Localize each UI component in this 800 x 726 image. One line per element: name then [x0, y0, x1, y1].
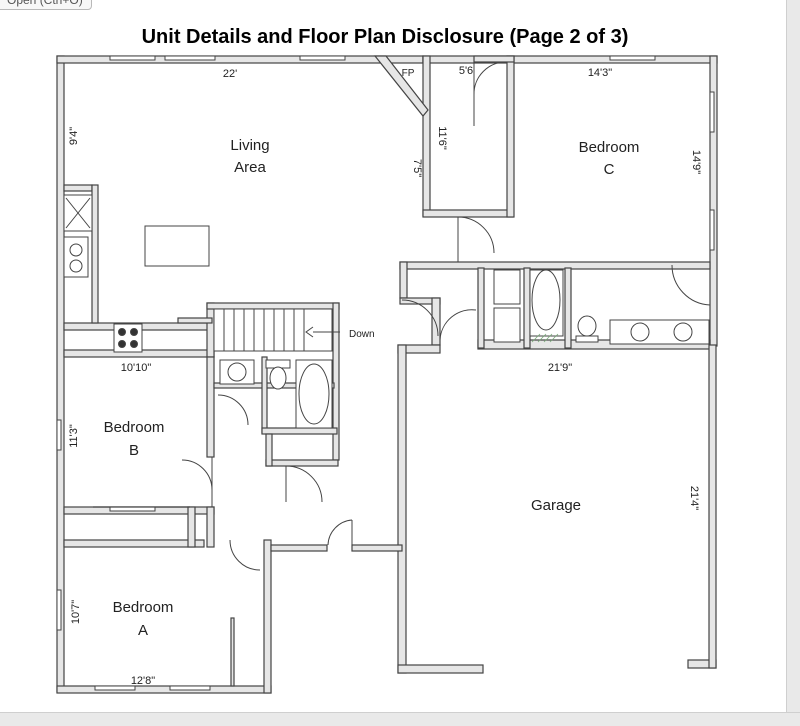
open-file-button[interactable]: Open (Ctrl+O)	[0, 0, 92, 10]
living-area-label-2: Area	[234, 159, 266, 176]
stairs-down-label: Down	[349, 329, 375, 340]
garage-label: Garage	[531, 497, 581, 514]
living-side-dimension: 9'4"	[68, 127, 80, 145]
bedroom-a-label-2: A	[138, 622, 148, 639]
fireplace-label: FP	[402, 68, 415, 79]
bedroom-c-height-dimension: 14'9"	[690, 150, 702, 174]
bedroom-b-label-2: B	[129, 442, 139, 459]
closet-height-dimension: 11'6"	[436, 126, 448, 150]
viewer-bottom-bar	[0, 712, 800, 726]
closet-width-dimension: 5'6	[459, 65, 473, 77]
bedroom-c-label-1: Bedroom	[579, 139, 640, 156]
garage-width-dimension: 21'9"	[548, 362, 572, 374]
bedroom-a-label-1: Bedroom	[113, 599, 174, 616]
garage-depth-dimension: 21'4"	[688, 486, 700, 510]
bedroom-b-label-1: Bedroom	[104, 419, 165, 436]
viewer-scrollbar[interactable]	[786, 0, 800, 712]
bedroom-a-width-dimension: 12'8"	[131, 675, 155, 687]
bedroom-b-height-dimension: 11'3"	[68, 424, 80, 448]
hall-height-dimension: 7'5"	[411, 159, 423, 177]
bedroom-c-width-dimension: 14'3"	[588, 67, 612, 79]
bedroom-a-height-dimension: 10'7"	[70, 600, 82, 624]
living-area-label-1: Living	[230, 137, 269, 154]
bedroom-c-label-2: C	[604, 161, 615, 178]
living-width-dimension: 22'	[223, 68, 237, 80]
bedroom-b-width-dimension: 10'10"	[121, 362, 152, 374]
page-title: Unit Details and Floor Plan Disclosure (…	[141, 26, 629, 48]
